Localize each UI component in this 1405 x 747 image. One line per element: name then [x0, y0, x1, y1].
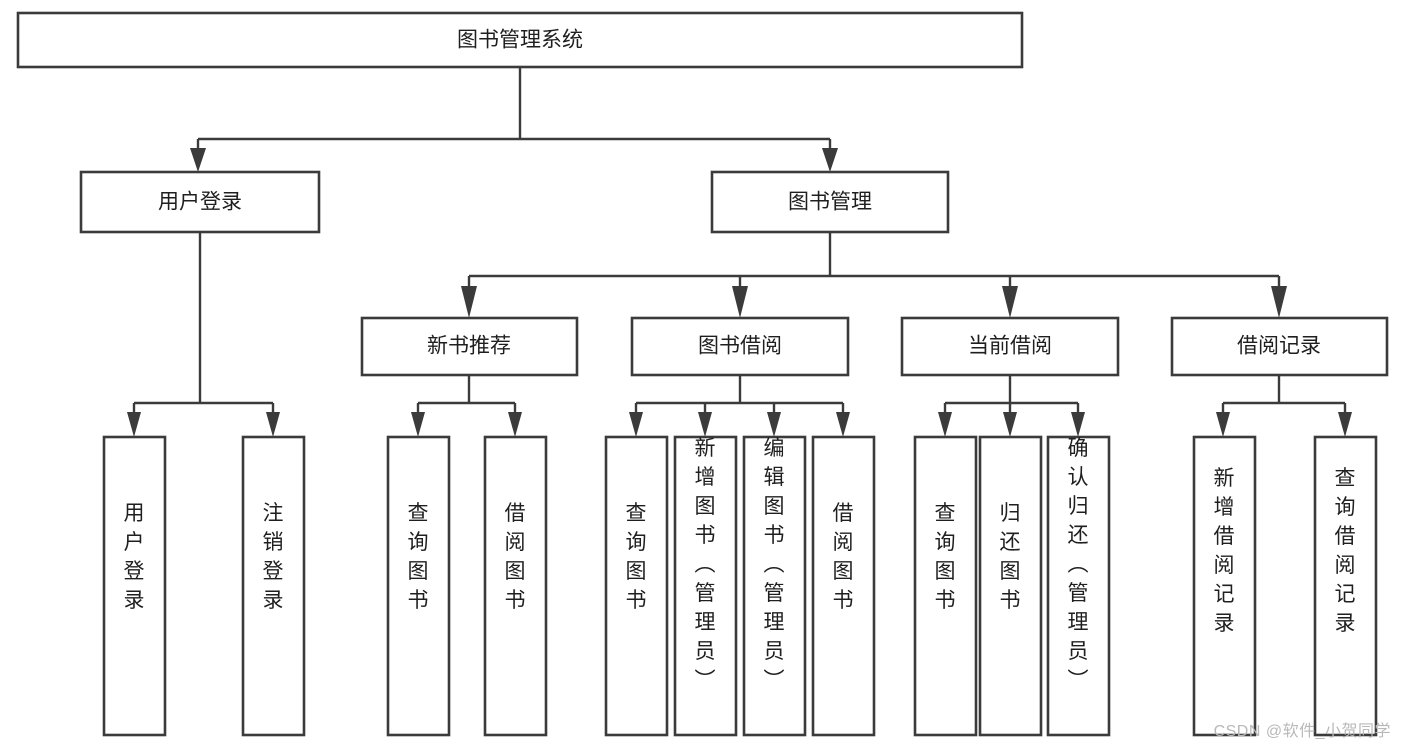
node-root-box[interactable]: [16, 11, 1024, 69]
leaf-borrow-book-b-box[interactable]: [811, 435, 876, 737]
node-borrow-record[interactable]: 借阅记录: [1170, 316, 1389, 377]
node-user-login-label: 用户登录: [158, 191, 242, 214]
csdn-watermark: CSDN @软件_小贺同学: [1213, 723, 1391, 740]
leaf-query-record-label: 查询借阅记录: [1335, 467, 1356, 635]
arrow-head-user-login: [190, 148, 206, 172]
leaf-confirm-return-box[interactable]: [1046, 435, 1111, 737]
leaf-add-book-box[interactable]: [673, 435, 738, 737]
leaf-query-book-b-label: 查询图书: [626, 502, 647, 612]
node-current-borrow[interactable]: 当前借阅: [900, 316, 1120, 377]
connector-layer: [127, 67, 1352, 437]
node-user-login-box[interactable]: [79, 170, 321, 234]
node-book-borrow-box[interactable]: [630, 316, 850, 377]
arrow-head-current-borrow: [1002, 286, 1018, 318]
node-root-label: 图书管理系统: [457, 29, 583, 52]
leaf-borrow-book-a[interactable]: 借阅图书: [483, 435, 548, 737]
arrow-head-leaf-logout-login: [266, 412, 280, 437]
node-current-borrow-box[interactable]: [900, 316, 1120, 377]
leaf-return-book-label: 归还图书: [1000, 502, 1021, 612]
leaf-borrow-book-b-label: 借阅图书: [833, 502, 854, 612]
leaf-add-record-box[interactable]: [1192, 435, 1257, 737]
leaf-borrow-book-b[interactable]: 借阅图书: [811, 435, 876, 737]
leaf-query-book-a-box[interactable]: [386, 435, 451, 737]
leaf-user-login-label: 用户登录: [124, 502, 145, 612]
leaf-query-book-c-label: 查询图书: [935, 502, 956, 612]
node-root[interactable]: 图书管理系统: [16, 11, 1024, 69]
node-book-manage-box[interactable]: [710, 170, 950, 234]
node-book-manage-label: 图书管理: [788, 191, 872, 214]
node-new-book-rec-label: 新书推荐: [427, 335, 511, 358]
arrow-head-leaf-query-book-c: [938, 412, 952, 437]
leaf-add-book[interactable]: 新增图书︵管理员︶: [673, 435, 738, 737]
leaf-query-book-b[interactable]: 查询图书: [604, 435, 669, 737]
arrow-head-leaf-return-book: [1003, 412, 1017, 437]
node-current-borrow-label: 当前借阅: [968, 335, 1052, 358]
node-borrow-record-box[interactable]: [1170, 316, 1389, 377]
leaf-add-record-label: 新增借阅记录: [1214, 467, 1235, 635]
leaf-query-book-b-box[interactable]: [604, 435, 669, 737]
leaf-edit-book-box[interactable]: [742, 435, 807, 737]
arrow-head-leaf-confirm-return: [1071, 412, 1085, 437]
node-book-borrow-label: 图书借阅: [698, 335, 782, 358]
arrow-head-leaf-user-login: [127, 412, 141, 437]
leaf-confirm-return[interactable]: 确认归还︵管理员︶: [1046, 435, 1111, 737]
leaf-logout-login-label: 注销登录: [263, 502, 284, 612]
arrow-head-leaf-query-book-b: [629, 412, 643, 437]
arrow-head-leaf-borrow-book-a: [508, 412, 522, 437]
leaf-query-book-c[interactable]: 查询图书: [913, 435, 978, 737]
leaf-logout-login[interactable]: 注销登录: [241, 435, 306, 737]
node-book-borrow[interactable]: 图书借阅: [630, 316, 850, 377]
arrow-head-new-book-rec: [461, 286, 477, 318]
leaf-return-book[interactable]: 归还图书: [978, 435, 1043, 737]
arrow-head-leaf-add-record: [1216, 412, 1230, 437]
leaf-query-record[interactable]: 查询借阅记录: [1313, 435, 1378, 737]
leaf-query-book-a[interactable]: 查询图书: [386, 435, 451, 737]
arrow-head-leaf-borrow-book-b: [836, 412, 850, 437]
leaf-edit-book[interactable]: 编辑图书︵管理员︶: [742, 435, 807, 737]
arrow-head-leaf-edit-book: [767, 412, 781, 437]
leaf-logout-login-box[interactable]: [241, 435, 306, 737]
node-borrow-record-label: 借阅记录: [1237, 335, 1321, 358]
leaf-query-book-c-box[interactable]: [913, 435, 978, 737]
leaf-confirm-return-label: 确认归还︵管理员︶: [1068, 437, 1089, 692]
node-book-manage[interactable]: 图书管理: [710, 170, 950, 234]
leaf-return-book-box[interactable]: [978, 435, 1043, 737]
leaf-query-book-a-label: 查询图书: [408, 502, 429, 612]
arrow-head-book-manage: [822, 148, 838, 172]
leaf-user-login[interactable]: 用户登录: [102, 435, 167, 737]
leaf-add-book-label: 新增图书︵管理员︶: [695, 437, 716, 692]
leaf-borrow-book-a-label: 借阅图书: [505, 502, 526, 612]
arrow-head-leaf-query-book-a: [411, 412, 425, 437]
arrow-head-leaf-query-record: [1338, 412, 1352, 437]
leaf-user-login-box[interactable]: [102, 435, 167, 737]
arrow-head-book-borrow: [732, 286, 748, 318]
node-new-book-rec[interactable]: 新书推荐: [360, 316, 579, 377]
node-user-login[interactable]: 用户登录: [79, 170, 321, 234]
node-new-book-rec-box[interactable]: [360, 316, 579, 377]
leaf-borrow-book-a-box[interactable]: [483, 435, 548, 737]
arrow-head-leaf-add-book: [698, 412, 712, 437]
leaf-edit-book-label: 编辑图书︵管理员︶: [764, 437, 785, 692]
leaf-add-record[interactable]: 新增借阅记录: [1192, 435, 1257, 737]
arrow-head-borrow-record: [1271, 286, 1287, 318]
leaf-query-record-box[interactable]: [1313, 435, 1378, 737]
